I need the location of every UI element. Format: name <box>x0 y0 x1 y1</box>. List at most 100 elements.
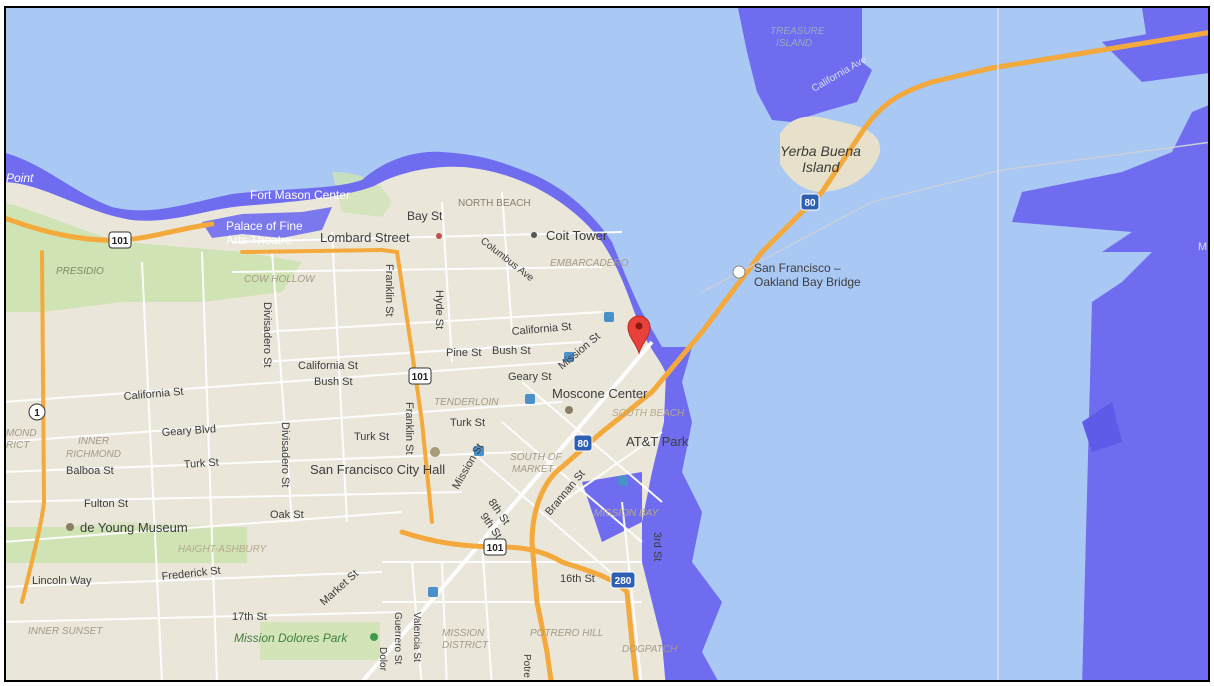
label-mond-2: RICT <box>6 440 30 451</box>
us101-shield: 101 <box>108 231 132 249</box>
label-balboa: Balboa St <box>66 465 114 477</box>
label-divisadero-1: Divisadero St <box>261 302 273 367</box>
transit-icon <box>564 352 574 362</box>
label-seventeenth: 17th St <box>232 611 267 623</box>
transit-icon <box>474 446 484 456</box>
label-franklin-1: Franklin St <box>383 264 395 317</box>
label-geary-blvd: Geary Blvd <box>161 423 216 439</box>
landmark-icon <box>436 233 442 239</box>
label-de-young: de Young Museum <box>80 520 188 535</box>
label-inner-richmond-1: INNER <box>78 436 109 447</box>
label-california-1: California St <box>511 321 572 338</box>
label-potrero: Potre <box>521 654 532 678</box>
label-bay-bridge-1: San Francisco – <box>754 261 841 275</box>
label-point: Point <box>6 171 34 185</box>
svg-text:101: 101 <box>112 236 129 247</box>
label-inner-sunset: INNER SUNSET <box>28 626 103 637</box>
label-inner-richmond-2: RICHMOND <box>66 449 121 460</box>
label-third: 3rd St <box>651 532 663 561</box>
label-moscone: Moscone Center <box>552 386 648 401</box>
transit-icon <box>618 476 628 486</box>
svg-text:101: 101 <box>487 543 504 554</box>
label-mission-bay: MISSION BAY <box>594 508 660 519</box>
label-fulton: Fulton St <box>84 498 128 510</box>
bridge-cable <box>701 141 1208 293</box>
label-bay-st: Bay St <box>407 209 443 223</box>
label-dolores-park: Mission Dolores Park <box>234 631 348 645</box>
label-yerba-1: Yerba Buena <box>780 143 861 159</box>
label-fort-mason: Fort Mason Center <box>250 188 350 202</box>
label-cow-hollow: COW HOLLOW <box>244 274 316 285</box>
svg-text:80: 80 <box>577 439 589 450</box>
label-coit: Coit Tower <box>546 228 608 243</box>
label-bush-2: Bush St <box>314 376 353 388</box>
label-california-2: California St <box>298 360 358 372</box>
label-lincoln: Lincoln Way <box>32 575 92 587</box>
label-palace-1: Palace of Fine <box>226 219 303 233</box>
label-south-of-market-1: SOUTH OF <box>510 452 563 463</box>
label-mission-district-2: DISTRICT <box>442 640 489 651</box>
street-grid <box>6 191 663 680</box>
label-treasure-2: ISLAND <box>776 38 812 49</box>
yerba-buena-island <box>780 116 881 192</box>
svg-text:80: 80 <box>804 198 816 209</box>
label-hyde: Hyde St <box>433 290 445 329</box>
label-mond-1: MOND <box>6 428 37 439</box>
label-presidio: PRESIDIO <box>56 266 104 277</box>
label-valencia: Valencia St <box>411 612 422 662</box>
landmark-icon <box>66 523 74 531</box>
us101-shield: 101 <box>408 367 432 385</box>
label-yerba-2: Island <box>802 159 841 175</box>
label-lombard: Lombard Street <box>320 230 410 245</box>
label-sixteenth: 16th St <box>560 573 595 585</box>
label-franklin-2: Franklin St <box>403 402 415 455</box>
label-south-beach: SOUTH BEACH <box>612 408 685 419</box>
label-dogpatch: DOGPATCH <box>622 644 678 655</box>
svg-text:280: 280 <box>615 576 632 587</box>
transit-icon <box>604 312 614 322</box>
i80-shield: 80 <box>573 434 593 452</box>
landmark-icon <box>565 406 573 414</box>
map-frame[interactable]: 101 101 101 80 80 280 1 Point Fort Maso <box>4 6 1210 682</box>
poi-icons <box>66 232 746 641</box>
label-bush-1: Bush St <box>492 345 531 357</box>
label-palace-2: Arts Theatre <box>226 233 292 247</box>
transit-icon <box>428 587 438 597</box>
label-treasure-1: TREASURE <box>770 26 825 37</box>
label-city-hall: San Francisco City Hall <box>310 462 445 477</box>
landmark-icon <box>732 265 746 279</box>
flood-overlay <box>6 8 1208 680</box>
label-turk-1: Turk St <box>450 417 485 429</box>
label-divisadero-2: Divisadero St <box>279 422 291 487</box>
label-bay-bridge-2: Oakland Bay Bridge <box>754 275 861 289</box>
map-canvas[interactable]: 101 101 101 80 80 280 1 Point Fort Maso <box>6 8 1210 682</box>
label-potrero-hill: POTRERO HILL <box>530 628 603 639</box>
landmark-icon <box>430 447 440 457</box>
ca1-shield: 1 <box>28 403 46 421</box>
label-tenderloin: TENDERLOIN <box>434 397 499 408</box>
location-marker[interactable] <box>627 315 651 355</box>
i80-shield: 80 <box>800 193 820 211</box>
transit-icon <box>525 394 535 404</box>
label-dolores: Dolor <box>377 647 388 672</box>
label-turk-3: Turk St <box>183 457 219 471</box>
label-mission-district-1: MISSION <box>442 628 485 639</box>
label-geary-1: Geary St <box>508 371 551 383</box>
highway-shields: 101 101 101 80 80 280 1 <box>28 193 820 589</box>
label-south-of-market-2: MARKET <box>512 464 555 475</box>
label-haight: HAIGHT-ASHBURY <box>178 544 267 555</box>
label-embarcadero: EMBARCADERO <box>550 258 629 269</box>
svg-text:101: 101 <box>412 372 429 383</box>
label-guerrero: Guerrero St <box>392 612 403 664</box>
parks <box>6 172 392 660</box>
label-turk-2: Turk St <box>354 431 389 443</box>
label-right-edge: M <box>1198 241 1207 253</box>
landmark-icon <box>531 232 537 238</box>
svg-text:1: 1 <box>34 408 40 419</box>
label-pine: Pine St <box>446 347 481 359</box>
label-north-beach: NORTH BEACH <box>458 198 531 209</box>
us101-shield: 101 <box>483 538 507 556</box>
i280-shield: 280 <box>610 571 636 589</box>
dolores-park-area <box>260 622 380 660</box>
label-california-3: California St <box>123 386 184 403</box>
